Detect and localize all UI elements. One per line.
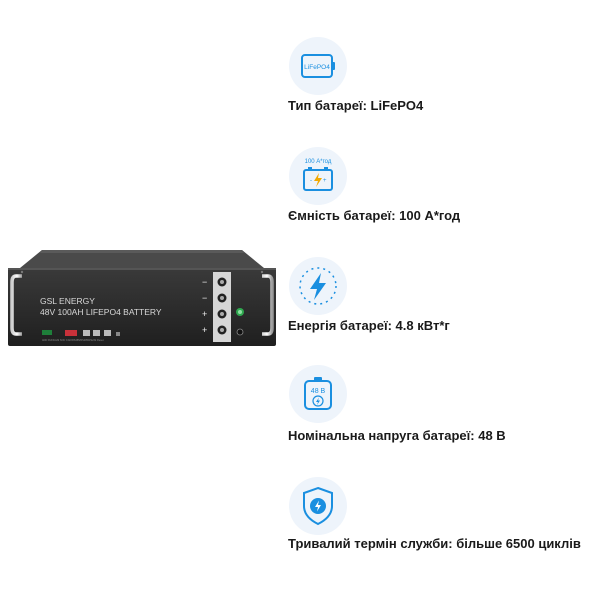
terminal-label: + bbox=[202, 309, 207, 319]
spec-label: Номінальна напруга батареї: 48 В bbox=[288, 428, 506, 443]
spec-label: Енергія батареї: 4.8 кВт*г bbox=[288, 318, 450, 333]
spec-label: Тривалий термін служби: більше 6500 цикл… bbox=[288, 536, 581, 551]
spec-label: Ємність батареї: 100 А*год bbox=[288, 208, 461, 223]
lightning-energy-icon bbox=[289, 257, 347, 315]
terminal-label: + bbox=[202, 325, 207, 335]
left-handle bbox=[10, 274, 22, 336]
shield-lifetime-icon bbox=[289, 477, 347, 535]
terminal-label: − bbox=[202, 293, 207, 303]
icon-text: LiFePO4 bbox=[304, 64, 330, 71]
spec-label: Тип батареї: LiFePO4 bbox=[288, 98, 424, 113]
icon-text: 48 В bbox=[311, 388, 326, 395]
svg-text:+: + bbox=[323, 178, 327, 184]
lifepo4-battery-icon: LiFePO4 bbox=[289, 37, 347, 95]
icon-text: 100 А*год bbox=[305, 159, 332, 165]
battery-product-image: GSL ENERGY 48V 100AH LIFEPO4 BATTERY ADD… bbox=[8, 250, 276, 346]
battery-brand-text: GSL ENERGY bbox=[40, 296, 95, 306]
svg-text:ADD RUN/ALM SOC CAN/RS485/R: ADD RUN/ALM SOC CAN/RS485/RS485/RS232 Re… bbox=[42, 339, 104, 342]
svg-text:-: - bbox=[310, 178, 312, 184]
voltage-48v-icon: 48 В bbox=[289, 365, 347, 423]
right-handle bbox=[262, 274, 274, 336]
battery-capacity-icon: 100 А*год - + bbox=[289, 147, 347, 205]
terminal-label: − bbox=[202, 277, 207, 287]
battery-model-text: 48V 100AH LIFEPO4 BATTERY bbox=[40, 307, 162, 317]
